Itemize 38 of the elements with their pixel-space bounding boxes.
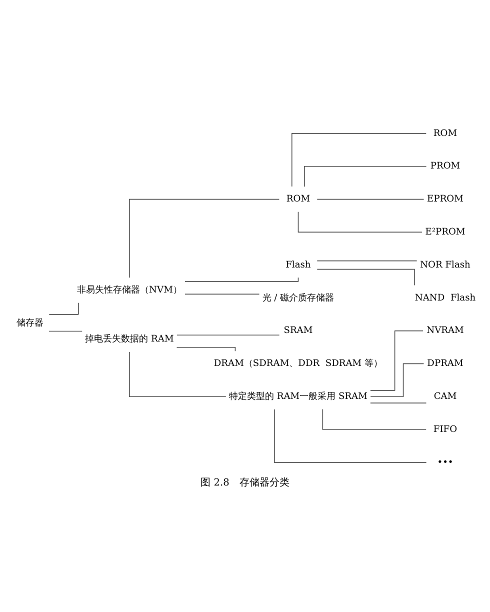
node-text: 储存器 <box>16 318 44 329</box>
node-text: 掉电丢失数据的 RAM <box>85 334 174 345</box>
node-text: DRAM（SDRAM、DDR SDRAM 等） <box>214 359 383 370</box>
connector <box>370 363 424 398</box>
node-text: SRAM <box>284 326 313 336</box>
node-text: CAM <box>434 392 457 402</box>
connector <box>298 212 422 232</box>
node-text: EPROM <box>427 194 464 205</box>
node-text: ROM <box>433 128 458 139</box>
node-text: NOR Flash <box>420 260 470 270</box>
connector <box>129 352 226 398</box>
node-text: DPRAM <box>427 359 464 370</box>
connector <box>274 409 427 463</box>
node-text: 特定类型的 RAM一般采用 SRAM <box>228 392 368 402</box>
node-text: ••• <box>437 458 454 468</box>
connector <box>292 133 426 187</box>
connector <box>316 260 418 262</box>
node-text: E²PROM <box>425 228 466 238</box>
node-text: PROM <box>430 162 460 172</box>
connector <box>184 277 299 282</box>
connector <box>316 268 415 286</box>
connector <box>316 198 424 200</box>
connector <box>176 346 236 352</box>
node-text: NAND Flash <box>414 293 476 304</box>
node-text: NVRAM <box>426 326 464 336</box>
node-text: 非易失性存储器（NVM） <box>77 286 182 296</box>
node-text: FIFO <box>433 424 458 435</box>
connector <box>304 166 427 187</box>
connector <box>370 330 424 391</box>
node-text: Flash <box>286 260 311 270</box>
node-text: 光 / 磁介质存储器 <box>262 293 334 304</box>
connector <box>129 198 280 278</box>
connector <box>370 402 427 404</box>
connector <box>176 334 280 336</box>
connector <box>48 330 82 332</box>
caption: 图 2.8 存储器分类 <box>200 478 290 489</box>
node-text: ROM <box>286 194 310 205</box>
connector <box>322 408 426 430</box>
